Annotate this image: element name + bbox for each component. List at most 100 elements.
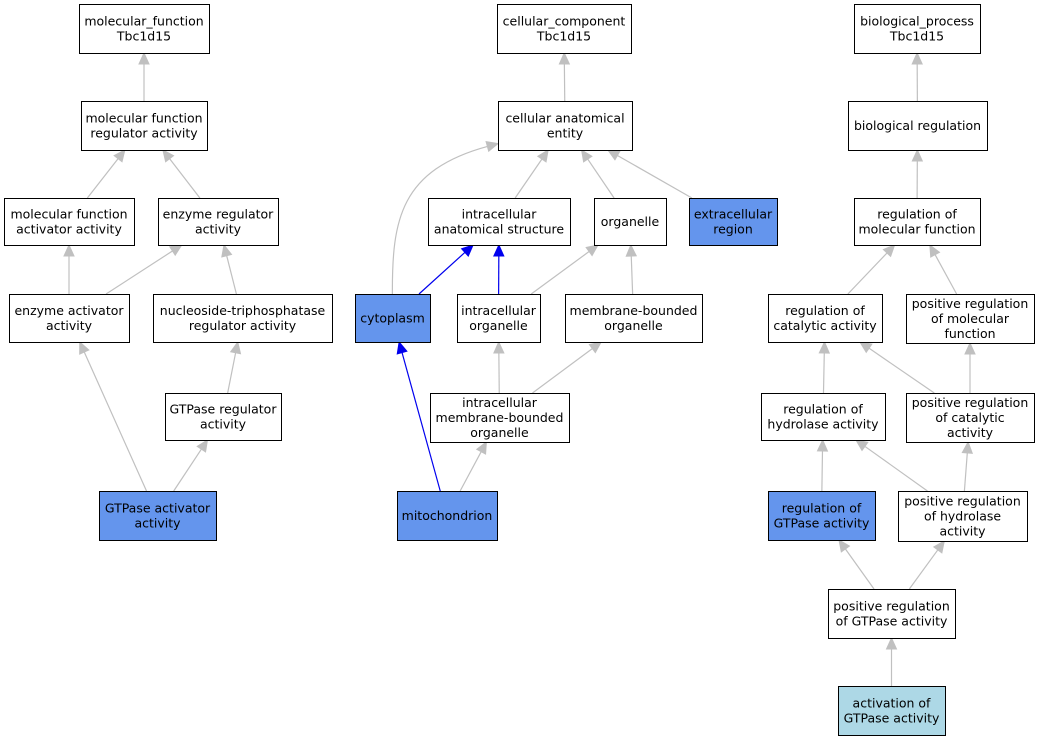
node-label-line: organelle [604,318,663,333]
node-box [355,294,431,343]
edge-arrowhead [79,340,90,355]
edge-ntp-to-enzreg [221,243,237,295]
node-label-line: intracellular [462,395,538,410]
edge-ias-to-cae [514,149,549,199]
edge-rgtp-to-rha [816,438,829,492]
go-term-node-cyto[interactable]: cytoplasm [355,294,431,343]
edge-arrowhead [929,243,941,258]
node-label-line: cellular anatomical [505,111,624,126]
node-label-line: positive regulation [912,395,1029,410]
edge-line [586,157,615,199]
node-box [430,393,570,443]
node-label-line: activation of [853,696,932,711]
node-label-line: activity [134,516,181,531]
edge-arrowhead [138,51,150,65]
edge-prca-to-prmf [964,341,976,393]
edge-prha-to-rha [854,439,928,492]
edge-line [822,351,825,394]
node-label-line: region [713,222,753,237]
edge-line [168,157,201,199]
go-term-node-org[interactable]: organelle [594,198,667,246]
edge-line [225,254,237,295]
node-label-line: regulation of [785,303,865,318]
node-box [397,491,498,541]
edge-line [173,448,203,492]
node-label-line: mitochondrion [402,508,493,523]
node-label-line: regulator activity [90,126,198,141]
edge-arrowhead [536,149,549,163]
node-label-line: membrane-bounded [570,303,698,318]
node-label-line: Tbc1d15 [116,29,171,44]
edge-arrowhead [585,244,599,257]
edge-line [867,347,935,394]
edge-arrowhead [63,243,75,257]
edge-enzact-to-mfa [63,243,75,294]
node-box [153,294,333,343]
node-label-line: intracellular [462,207,538,222]
edge-iorg-to-ias [493,243,505,295]
node-box [848,101,988,151]
edge-arrowhead [858,341,873,354]
edge-arrowhead [964,341,976,355]
node-box [99,491,217,541]
node-box [158,198,279,246]
go-term-node-mito[interactable]: mitochondrion [397,491,498,541]
node-label-line: positive regulation [912,296,1029,311]
go-term-node-breg[interactable]: biological regulation [848,101,988,151]
edge-arrowhead [475,440,487,455]
edge-line [908,548,939,590]
edge-prgtp-to-prha [908,540,946,590]
edge-mbo-to-org [625,243,638,295]
edge-iorg-to-org [530,244,599,295]
edge-org-to-cae [580,148,615,199]
edge-line [459,450,483,492]
edge-arrowhead [961,440,974,454]
node-label-line: activity [200,417,247,432]
edge-gtpact-to-gtpreg [173,438,209,492]
edge-prgtp-to-rgtp [838,539,875,590]
edge-arrowhead [816,438,829,452]
node-box [457,294,541,343]
node-label-line: molecular function [858,222,975,237]
node-label-line: Tbc1d15 [889,29,944,44]
node-label-line: GTPase activity [774,516,870,531]
edge-mito-to-cyto [396,340,441,492]
edge-arrowhead [606,149,621,161]
node-label-line: catalytic activity [773,318,877,333]
edge-rca-to-rmf [847,244,896,295]
edge-line [83,350,148,492]
edge-arrowhead [229,340,242,355]
node-label-line: anatomical structure [434,222,564,237]
node-label-line: regulator activity [189,318,297,333]
node-label-line: enzyme activator [14,303,124,318]
edge-arrowhead [932,540,946,554]
edge-line [514,157,543,199]
node-label-line: Tbc1d15 [536,29,591,44]
